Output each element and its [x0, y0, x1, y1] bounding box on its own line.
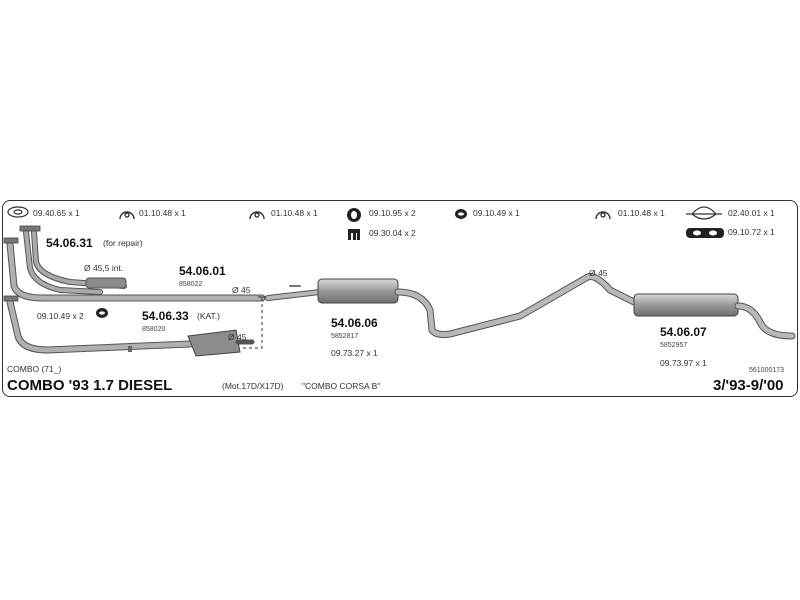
diameter-label-01: Ø 45: [232, 285, 251, 295]
accessory-54-06-07: 09.73.97 x 1: [660, 358, 707, 368]
top-part-5-label: 09.10.49 x 1: [473, 208, 520, 218]
rubber-hanger-icon: [595, 211, 611, 220]
top-part-2-label: 01.10.48 x 1: [139, 208, 186, 218]
year-range: 3/'93-9/'00: [713, 377, 784, 394]
diameter-label-33: Ø 45: [228, 332, 247, 342]
mounting-bracket-icon: [686, 206, 722, 220]
part-number-54-06-33: 54.06.33: [142, 309, 189, 323]
ring-gasket-icon: [95, 306, 109, 325]
oe-number-54-06-06: 5852817: [331, 333, 359, 340]
part-number-54-06-07: 54.06.07: [660, 325, 707, 339]
double-gasket-icon: [686, 228, 724, 238]
part-number-54-06-01: 54.06.01: [179, 264, 226, 278]
model-code: COMBO (71_): [7, 364, 62, 374]
rubber-mount-icon: [347, 208, 361, 222]
rubber-hanger-icon: [119, 211, 135, 220]
rubber-hanger-icon: [249, 211, 265, 220]
gasket-label-33: 09.10.49 x 2: [37, 311, 84, 321]
connector-dashed-line: [242, 298, 263, 349]
clamp-icon: [348, 229, 360, 240]
top-part-3-label: 01.10.48 x 1: [271, 208, 318, 218]
engine-code: (Mot.17D/X17D): [222, 381, 284, 391]
flange-gasket-icon: [7, 206, 29, 218]
top-part-7-label: 02.40.01 x 1: [728, 208, 775, 218]
diagram-title: COMBO '93 1.7 DIESEL: [7, 377, 173, 394]
ring-gasket-icon: [455, 209, 467, 219]
part-number-54-06-31: 54.06.31: [46, 236, 93, 250]
rear-silencer-54-06-07: [633, 293, 796, 340]
diameter-label-31: Ø 45,5 int.: [84, 263, 124, 273]
clamp-label: 09.30.04 x 2: [369, 228, 416, 238]
diameter-label-07: Ø 45: [589, 268, 608, 278]
part-number-54-06-06: 54.06.06: [331, 316, 378, 330]
top-part-4-label: 09.10.95 x 2: [369, 208, 416, 218]
oe-number-54-06-33: 858020: [142, 326, 166, 333]
oe-number-54-06-01: 858022: [179, 281, 203, 288]
top-part-6-label: 01.10.48 x 1: [618, 208, 665, 218]
part-note-54-06-33: (KAT.): [197, 311, 220, 321]
oe-number-54-06-07: 5852957: [660, 342, 688, 349]
double-gasket-label: 09.10.72 x 1: [728, 227, 775, 237]
accessory-54-06-06: 09.73.27 x 1: [331, 348, 378, 358]
catalog-number: 561000173: [749, 367, 785, 374]
top-part-1-label: 09.40.65 x 1: [33, 208, 80, 218]
middle-silencer-54-06-06: [265, 273, 638, 338]
part-note-54-06-31: (for repair): [103, 238, 143, 248]
variant-label: "COMBO CORSA B": [302, 381, 381, 391]
catalytic-pipe-54-06-33: [3, 295, 255, 357]
front-pipe-54-06-01: [3, 237, 266, 302]
front-pipe-54-06-31: [19, 225, 127, 295]
